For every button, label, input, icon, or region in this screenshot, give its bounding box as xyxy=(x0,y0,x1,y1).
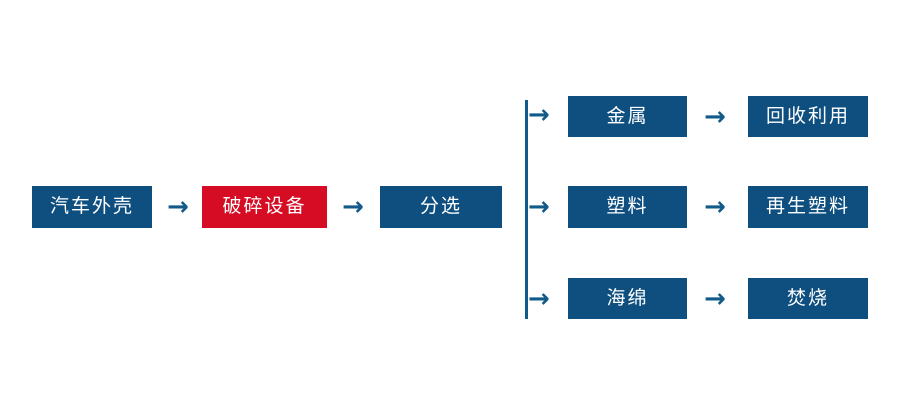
branch-arrow-right-icon: → xyxy=(528,192,550,222)
node-material-sponge[interactable]: 海绵 xyxy=(568,278,687,319)
node-material-plastic[interactable]: 塑料 xyxy=(568,186,687,228)
branch-arrow-right-icon: → xyxy=(528,100,550,130)
node-sorting[interactable]: 分选 xyxy=(380,186,502,228)
arrow-right-icon: → xyxy=(342,192,364,222)
vertical-branch-connector xyxy=(525,100,528,319)
arrow-right-icon: → xyxy=(704,192,726,222)
arrow-right-icon: → xyxy=(704,284,726,314)
branch-arrow-right-icon: → xyxy=(528,284,550,314)
node-destination-recycle[interactable]: 回收利用 xyxy=(748,96,868,137)
arrow-right-icon: → xyxy=(704,102,726,132)
node-car-shell[interactable]: 汽车外壳 xyxy=(32,186,152,228)
node-material-metal[interactable]: 金属 xyxy=(568,96,687,137)
node-destination-incineration[interactable]: 焚烧 xyxy=(748,278,868,319)
node-destination-regenerated-plastic[interactable]: 再生塑料 xyxy=(748,186,868,228)
arrow-right-icon: → xyxy=(167,192,189,222)
node-shredder[interactable]: 破碎设备 xyxy=(202,186,327,228)
